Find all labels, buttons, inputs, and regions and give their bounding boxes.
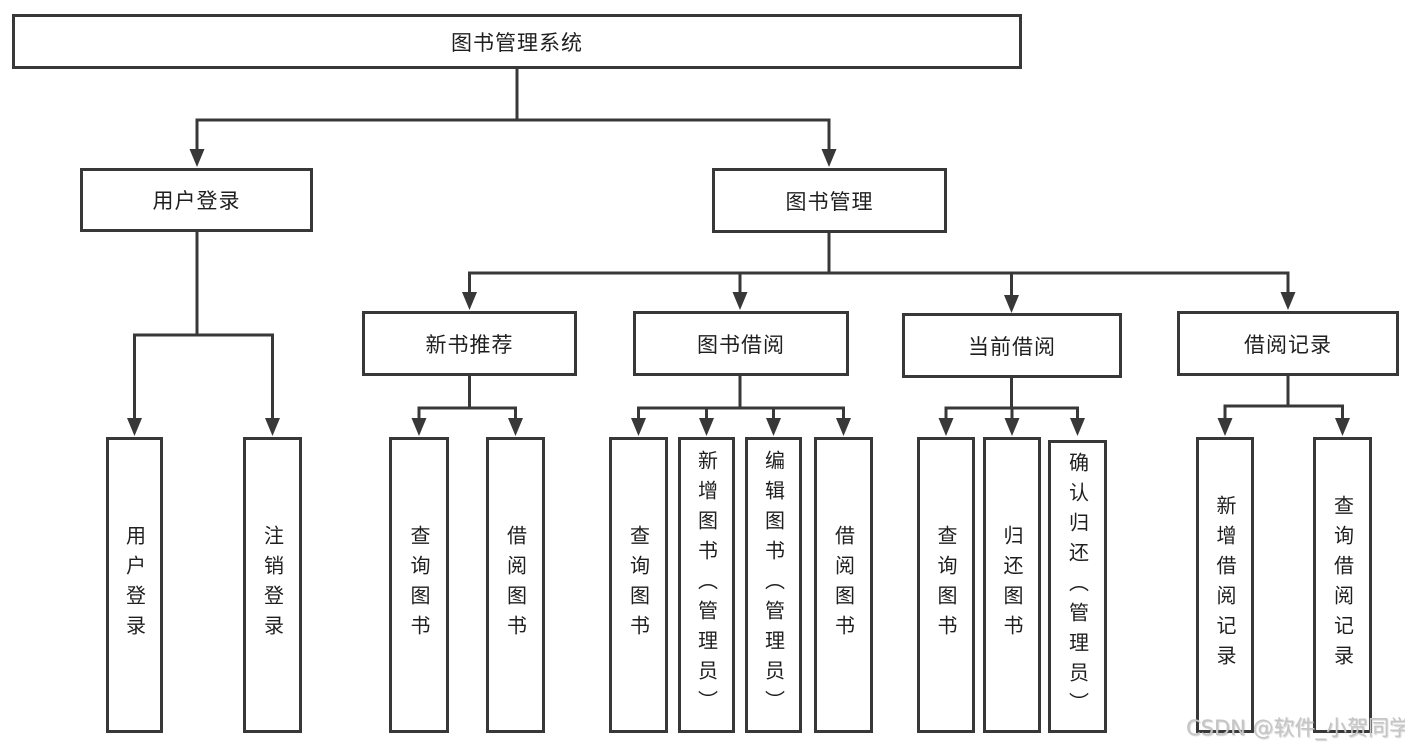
leaf-query-books-recommend: 查询图书: [389, 437, 449, 733]
node-new-book-recommendation: 新书推荐: [362, 311, 577, 376]
leaf-logout: 注销登录: [243, 437, 302, 733]
csdn-watermark: CSDN @软件_小贺同学: [1186, 716, 1405, 740]
node-library-management-system: 图书管理系统: [12, 14, 1022, 69]
leaf-borrow-books-borrowing: 借阅图书: [814, 437, 873, 733]
node-borrowing-records: 借阅记录: [1177, 311, 1399, 376]
node-book-borrowing: 图书借阅: [633, 311, 849, 376]
leaf-add-books-admin: 新增图书（管理员）: [678, 437, 735, 733]
leaf-query-borrow-record: 查询借阅记录: [1313, 437, 1372, 733]
leaf-query-books-current: 查询图书: [917, 437, 975, 733]
node-book-management: 图书管理: [712, 168, 947, 233]
leaf-user-login: 用户登录: [106, 437, 163, 733]
leaf-return-books: 归还图书: [983, 437, 1041, 733]
node-user-login: 用户登录: [80, 168, 313, 232]
leaf-edit-books-admin: 编辑图书（管理员）: [745, 437, 802, 733]
leaf-confirm-return-admin: 确认归还（管理员）: [1048, 440, 1107, 733]
node-current-borrowing: 当前借阅: [902, 313, 1122, 378]
leaf-borrow-books-recommend: 借阅图书: [486, 437, 545, 733]
leaf-add-borrow-record: 新增借阅记录: [1196, 437, 1254, 733]
leaf-query-books-borrowing: 查询图书: [609, 437, 668, 733]
